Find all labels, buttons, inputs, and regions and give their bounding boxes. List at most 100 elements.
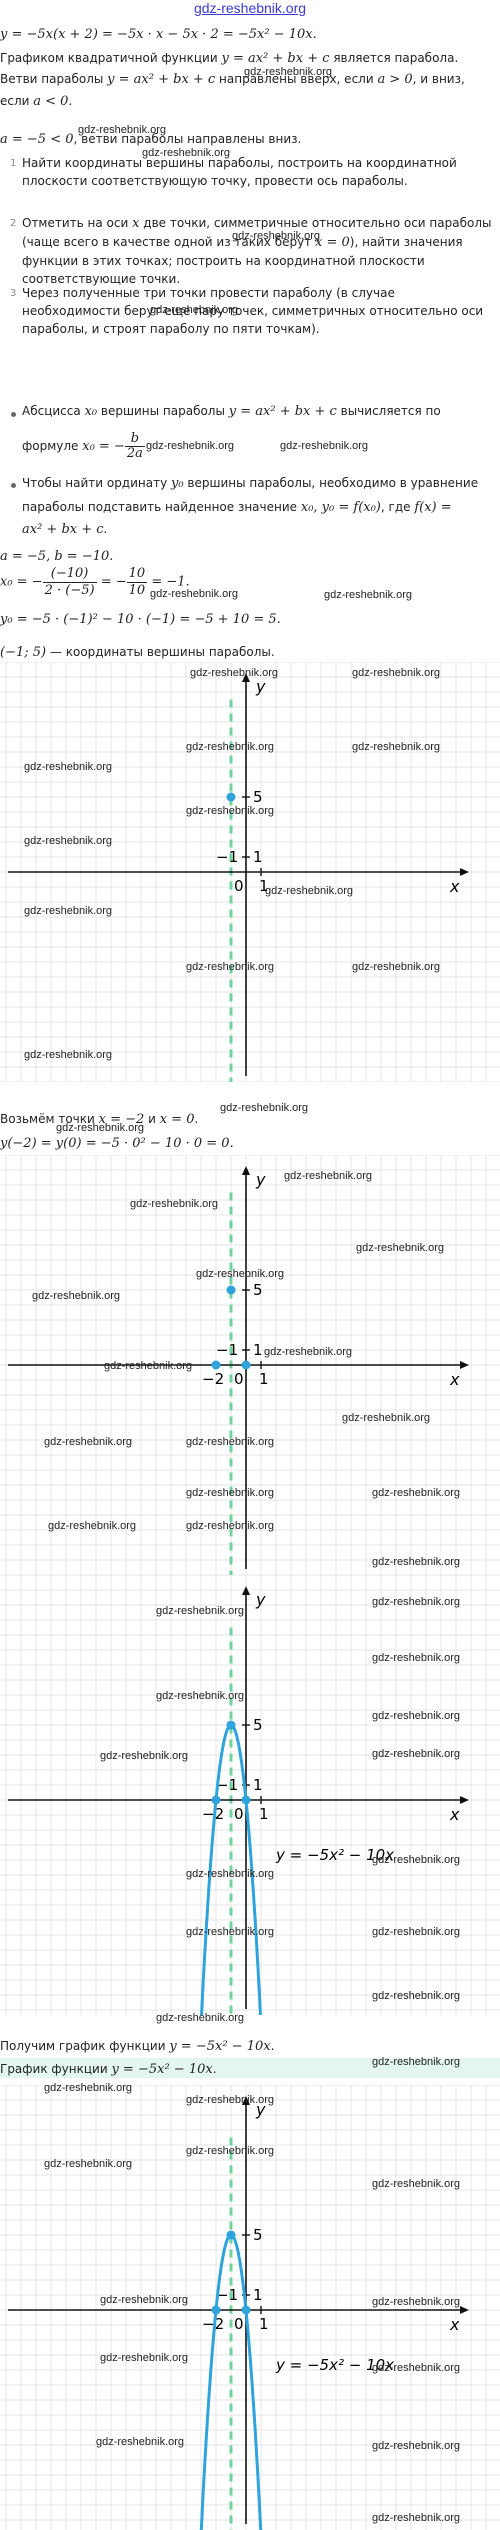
vertex-line: (−1; 5) — координаты вершины параболы. [0,643,275,662]
tick-label-y: 5 [253,1281,263,1299]
tick-label-y: 5 [253,788,263,806]
y-axis-label: y [255,2100,266,2119]
tick-label-x: 1 [259,1805,269,1823]
answer-line: График функции y = −5x² − 10x. [0,2060,217,2079]
text: если [0,94,34,108]
watermark-text: gdz-reshebnik.org [372,1926,461,1938]
text: , где [380,500,415,514]
tick-label-x: 1 [259,2315,269,2333]
watermark-text: gdz-reshebnik.org [220,1102,309,1114]
formula: x = −2 [98,1112,145,1127]
watermark-text: gdz-reshebnik.org [104,1360,193,1372]
site-header: gdz-reshebnik.org [0,0,500,16]
tick-label-y: 1 [253,848,263,866]
watermark-text: gdz-reshebnik.org [232,230,321,242]
values-line: y(−2) = y(0) = −5 · 0² − 10 · 0 = 0. [0,1136,234,1151]
text: направлены вверх, если [215,72,378,86]
y-axis-label: y [255,1590,266,1609]
text: . [270,2039,275,2053]
formula: = − [96,574,127,590]
curve-label: y = −5x² − 10x [275,2356,394,2374]
y-axis-label: y [255,1170,266,1189]
text: две точки, симметричные относительно оси… [22,216,492,249]
watermark-text: gdz-reshebnik.org [372,2440,461,2452]
watermark-text: gdz-reshebnik.org [190,667,279,679]
vertex-point [226,792,236,802]
watermark-text: gdz-reshebnik.org [156,1690,245,1702]
tick-label-x: −2 [202,2315,224,2333]
watermark-text: gdz-reshebnik.org [264,1346,353,1358]
tick-label-y: 1 [253,1776,263,1794]
text: — координаты вершины параболы. [46,645,275,659]
formula: x₀ = − [0,574,43,590]
formula: x₀, y₀ = f(x₀) [300,500,381,515]
formula: x = 0 [159,1112,195,1127]
formula: x₀ [84,404,98,419]
equation-line: y = −5x(x + 2) = −5x · x − 5x · 2 = −5x²… [0,27,317,42]
fraction-numerator: b [124,432,145,447]
origin-label: 0 [234,2315,244,2333]
fraction: (−10)2 · (−5) [42,566,97,599]
formula: y₀ [171,476,184,491]
origin-label: 0 [234,877,244,895]
step-number: 3 [10,288,17,299]
y-axis-arrow [242,1586,250,1595]
watermark-text: gdz-reshebnik.org [24,761,113,773]
text: формуле [22,439,83,453]
watermark-text: gdz-reshebnik.org [186,1487,275,1499]
watermark-text: gdz-reshebnik.org [372,2056,461,2068]
watermark-text: gdz-reshebnik.org [342,1412,431,1424]
result-line: Получим график функции y = −5x² − 10x. [0,2037,274,2056]
y-axis-arrow [242,1166,250,1175]
fraction-denominator: 2a [126,446,143,461]
root-point [211,1795,221,1805]
root-point [241,1360,251,1370]
formula: = −1. [147,574,190,590]
watermark-text: gdz-reshebnik.org [156,1605,245,1617]
watermark-text: gdz-reshebnik.org [244,66,333,78]
step-2: Отметить на оси x две точки, симметричны… [22,214,492,288]
step-number: 2 [10,218,17,229]
tick-label-y: −1 [216,2286,238,2304]
text: параболы подставить найденное значение [22,500,301,514]
fraction-numerator: (−10) [42,566,97,583]
root-point [211,1360,221,1370]
site-link[interactable]: gdz-reshebnik.org [193,0,307,16]
calc-y0: y₀ = −5 · (−1)² − 10 · (−1) = −5 + 10 = … [0,612,281,627]
text: Абсцисса [22,404,85,418]
watermark-text: gdz-reshebnik.org [186,2145,275,2157]
formula: y = −5x² − 10x [169,2039,271,2054]
watermark-text: gdz-reshebnik.org [186,961,275,973]
y-axis-arrow [242,2096,250,2105]
text: является парабола. [329,51,459,65]
watermark-text: gdz-reshebnik.org [186,1926,275,1938]
formula: y = −5x² − 10x [111,2062,213,2077]
formula: (−1; 5) [0,645,47,660]
formula: y = ax² + bx + c [107,72,216,87]
watermark-text: gdz-reshebnik.org [356,1242,445,1254]
watermark-text: gdz-reshebnik.org [352,667,441,679]
vertex-point [226,1720,236,1730]
step-number: 1 [10,158,17,169]
formula: x₀ = − [82,439,125,454]
x-axis-arrow [460,868,469,876]
watermark-text: gdz-reshebnik.org [32,1290,121,1302]
fraction-denominator: 10 [128,583,146,598]
formula: a < 0 [33,94,69,109]
root-point [241,2305,251,2315]
tick-label-y: −1 [216,848,238,866]
text: . [68,94,73,108]
text: , и вниз, [412,72,465,86]
watermark-text: gdz-reshebnik.org [372,1596,461,1608]
intro-line-1: Графиком квадратичной функции y = ax² + … [0,49,458,68]
text: и [144,1112,160,1126]
x-axis-label: x [449,1370,460,1389]
text: Графиком квадратичной функции [0,51,222,65]
calc-coefficients: a = −5, b = −10. [0,549,114,564]
watermark-text: gdz-reshebnik.org [372,2178,461,2190]
